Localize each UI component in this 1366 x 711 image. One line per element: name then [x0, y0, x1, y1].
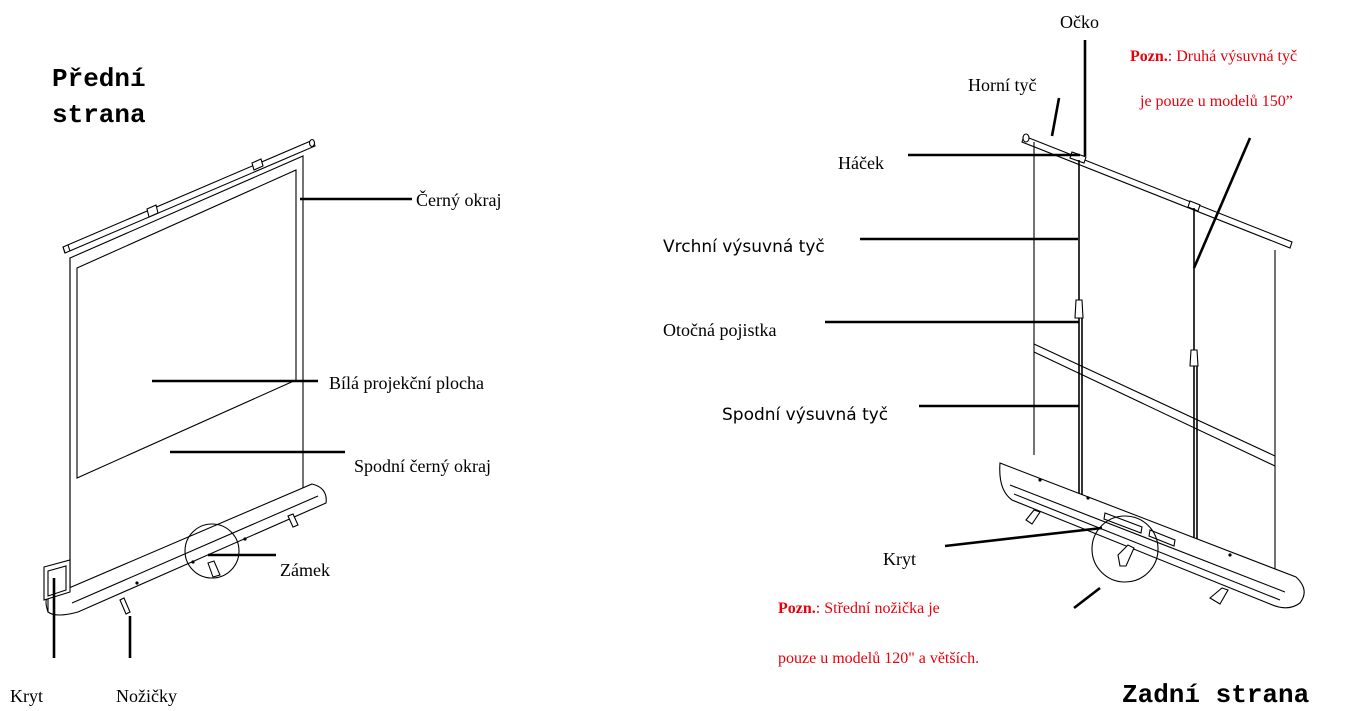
leader-back-cover	[944, 526, 1103, 548]
leader-note2	[1073, 586, 1101, 610]
front-screen-illustration	[43, 138, 327, 616]
label-hook: Háček	[838, 153, 884, 173]
note1-line2: je pouze u modelů 150”	[1139, 93, 1293, 110]
label-front-cover: Kryt	[10, 686, 43, 706]
front-title-line1: Přední	[52, 64, 146, 94]
note2-line2: pouze u modelů 120" a větších.	[778, 650, 979, 667]
note1-prefix: Pozn.	[1130, 48, 1168, 65]
label-upper-rod: Vrchní výsuvná tyč	[663, 237, 825, 257]
label-rotary-lock: Otočná pojistka	[663, 320, 776, 340]
note2-prefix: Pozn.	[778, 600, 816, 617]
front-view: Přední strana	[10, 64, 501, 706]
label-back-cover: Kryt	[883, 549, 916, 569]
note1-line1: Pozn.: Druhá výsuvná tyč	[1130, 48, 1297, 65]
label-black-border: Černý okraj	[416, 189, 501, 210]
label-bottom-border: Spodní černý okraj	[354, 456, 491, 476]
label-white-surface: Bílá projekční plocha	[329, 373, 484, 393]
note2-text: : Střední nožička je	[816, 600, 940, 617]
note1-text: : Druhá výsuvná tyč	[1168, 48, 1297, 65]
back-screen-illustration	[999, 133, 1305, 609]
note2-line1: Pozn.: Střední nožička je	[778, 600, 940, 617]
label-top-bar: Horní tyč	[968, 75, 1036, 95]
label-feet: Nožičky	[116, 686, 177, 706]
label-lock: Zámek	[280, 560, 330, 580]
front-title-line2: strana	[52, 100, 146, 130]
label-eyelet: Očko	[1060, 12, 1099, 32]
label-lower-rod: Spodní výsuvná tyč	[722, 405, 888, 425]
back-view: Očko Horní tyč Háček Vrchní výsuvná tyč …	[663, 12, 1309, 710]
leader-top-bar	[1050, 97, 1061, 137]
leader-note1	[1192, 137, 1252, 269]
back-title: Zadní strana	[1122, 680, 1309, 710]
